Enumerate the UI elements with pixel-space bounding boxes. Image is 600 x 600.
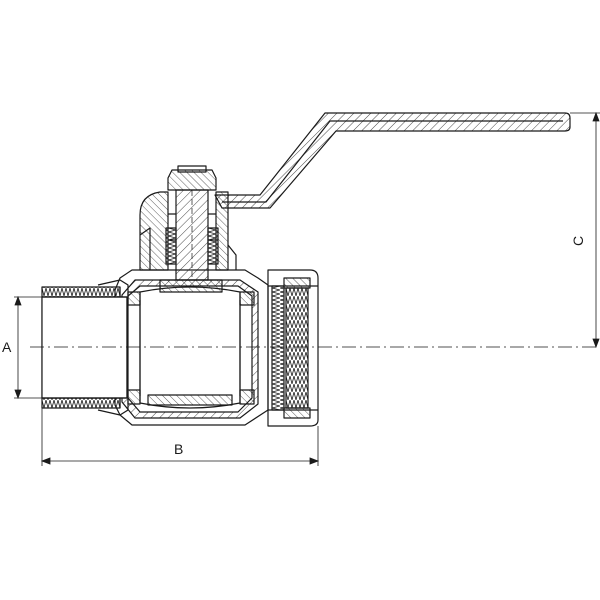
male-threaded-end: [41, 279, 129, 416]
female-threaded-end: [267, 269, 319, 427]
dimension-a: [14, 295, 42, 400]
stem-nut: [167, 165, 217, 191]
lever-handle: [214, 112, 571, 209]
dimension-b-label: B: [174, 441, 183, 457]
gland-housing: [139, 191, 237, 271]
dimension-c: [570, 111, 600, 349]
ball: [139, 279, 241, 409]
dimension-b: [40, 408, 320, 466]
dimension-a-label: A: [2, 339, 12, 355]
valve-stem: [165, 189, 219, 281]
seats: [127, 291, 255, 405]
dimension-c-label: C: [570, 236, 586, 246]
